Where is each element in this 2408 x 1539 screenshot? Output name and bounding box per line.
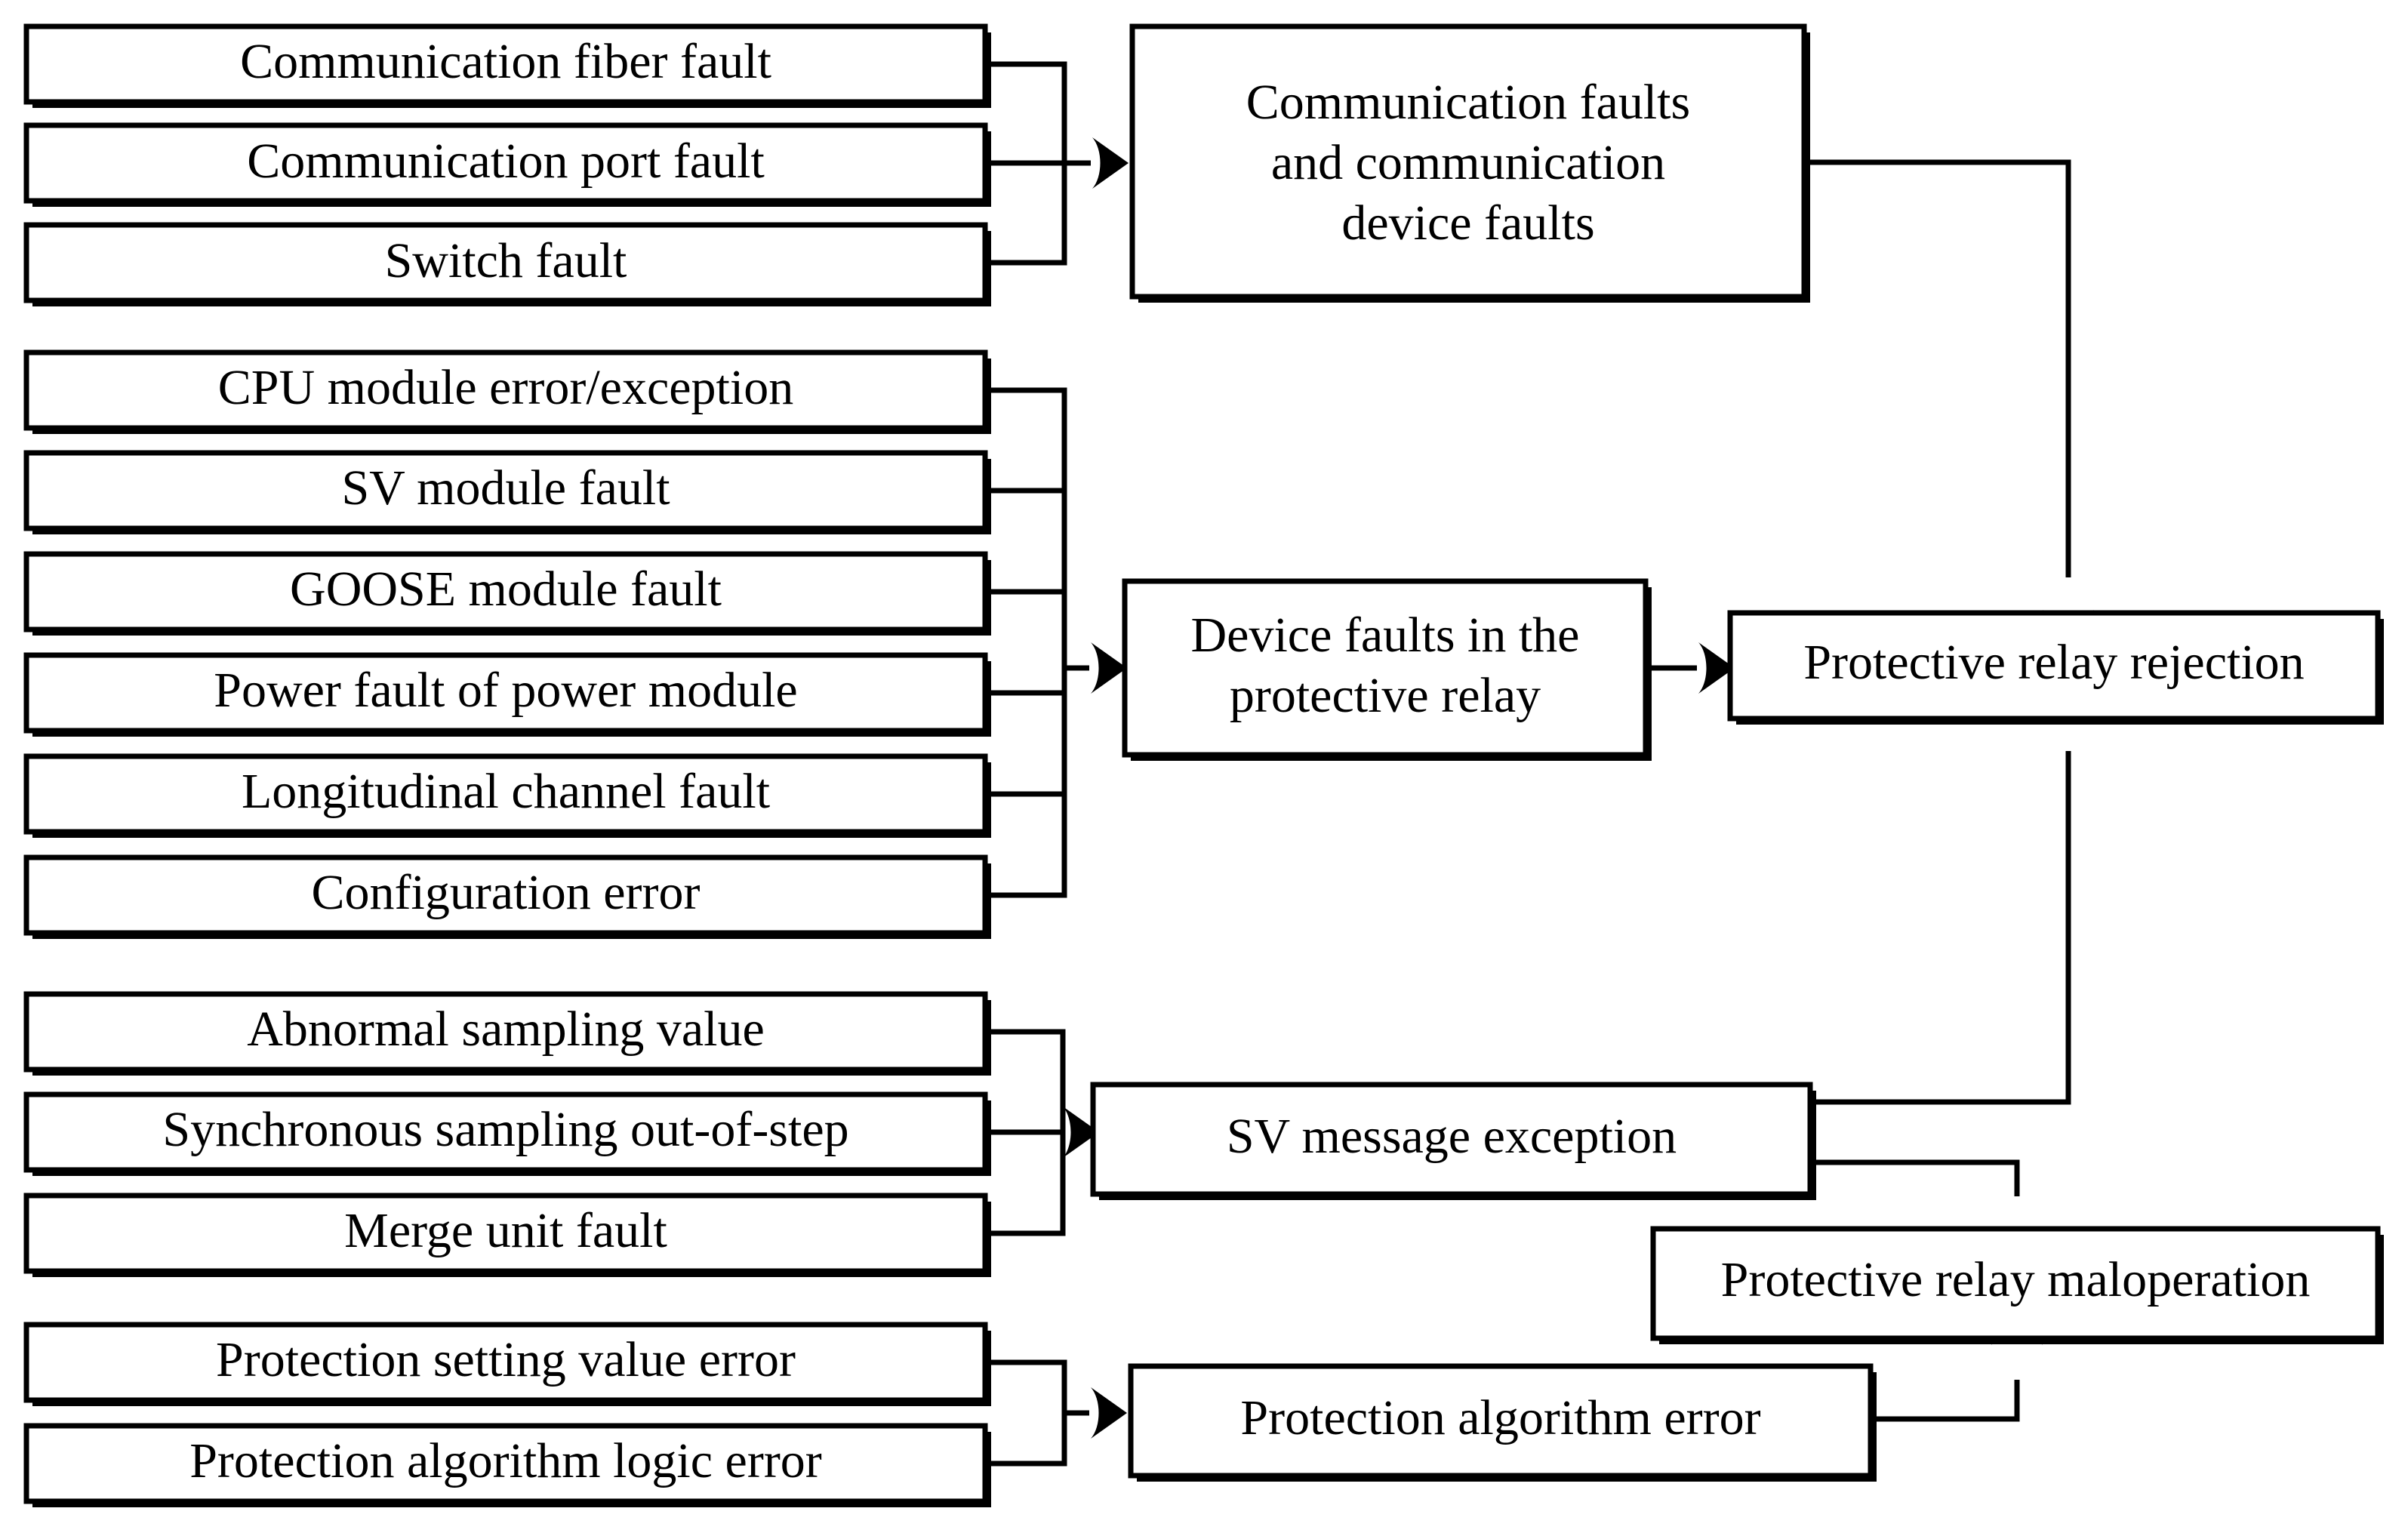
aggregate-label-device-faults-line2: protective relay — [1230, 668, 1541, 723]
connector-sv-to-rejection — [1810, 751, 2071, 1105]
cause-box-configuration-error[interactable] — [23, 854, 988, 936]
connector-group-2-bracket — [985, 387, 1067, 898]
cause-label-protection-setting-value-error: Protection setting value error — [216, 1332, 796, 1387]
aggregate-box-sv-message-exception[interactable] — [1090, 1082, 1813, 1197]
cause-box-communication-port-fault[interactable] — [23, 122, 988, 204]
connector-algorithm-to-maloperation — [1871, 1380, 2020, 1422]
arrowhead-group-4 — [1091, 1387, 1127, 1439]
cause-label-sv-module-fault: SV module fault — [341, 460, 670, 516]
outcome-box-protective-relay-rejection[interactable] — [1727, 610, 2381, 722]
cause-label-longitudinal-channel-fault: Longitudinal channel fault — [242, 764, 770, 819]
cause-box-abnormal-sampling-value[interactable] — [23, 991, 988, 1073]
cause-box-protection-setting-value-error[interactable] — [23, 1322, 988, 1403]
aggregate-label-sv-message-exception: SV message exception — [1227, 1109, 1677, 1164]
cause-box-protection-algorithm-logic-error[interactable] — [23, 1423, 988, 1504]
arrowhead-group-2 — [1091, 642, 1127, 694]
cause-label-cpu-module-error: CPU module error/exception — [218, 360, 793, 415]
aggregate-box-protection-algorithm-error[interactable] — [1128, 1363, 1874, 1479]
cause-label-merge-unit-fault: Merge unit fault — [344, 1203, 667, 1258]
cause-box-cpu-module-error[interactable] — [23, 349, 988, 431]
connector-communication-to-rejection — [1804, 159, 2071, 577]
box-shadows-group-2 — [32, 359, 991, 939]
cause-box-goose-module-fault[interactable] — [23, 551, 988, 633]
outcome-label-protective-relay-rejection: Protective relay rejection — [1803, 635, 2304, 690]
aggregate-box-communication-faults[interactable] — [1129, 23, 1807, 300]
cause-label-switch-fault: Switch fault — [385, 233, 627, 288]
connector-group-4-bracket — [985, 1359, 1067, 1467]
aggregate-label-communication-faults-line3: device faults — [1341, 195, 1594, 251]
cause-label-power-fault-power-module: Power fault of power module — [214, 663, 797, 718]
cause-label-configuration-error: Configuration error — [311, 865, 700, 920]
cause-label-synchronous-sampling-out-of-step: Synchronous sampling out-of-step — [162, 1102, 848, 1157]
aggregate-label-protection-algorithm-error: Protection algorithm error — [1240, 1390, 1760, 1445]
cause-label-protection-algorithm-logic-error: Protection algorithm logic error — [189, 1433, 822, 1488]
aggregate-label-device-faults-line1: Device faults in the — [1191, 608, 1580, 663]
outcome-box-protective-relay-maloperation[interactable] — [1650, 1226, 2381, 1341]
cause-label-abnormal-sampling-value: Abnormal sampling value — [247, 1002, 765, 1057]
cause-label-goose-module-fault: GOOSE module fault — [290, 562, 722, 617]
aggregate-box-device-faults[interactable] — [1122, 578, 1649, 758]
cause-label-communication-fiber-fault: Communication fiber fault — [240, 34, 771, 89]
aggregate-label-communication-faults-line1: Communication faults — [1246, 75, 1690, 130]
cause-label-communication-port-fault: Communication port fault — [247, 134, 765, 189]
cause-box-switch-fault[interactable] — [23, 222, 988, 303]
arrowhead-group-1 — [1092, 137, 1129, 189]
aggregate-label-communication-faults-line2: and communication — [1271, 135, 1665, 190]
connector-sv-to-maloperation — [1810, 1159, 2020, 1196]
cause-box-power-fault-power-module[interactable] — [23, 652, 988, 734]
outcome-label-protective-relay-maloperation: Protective relay maloperation — [1721, 1252, 2311, 1307]
